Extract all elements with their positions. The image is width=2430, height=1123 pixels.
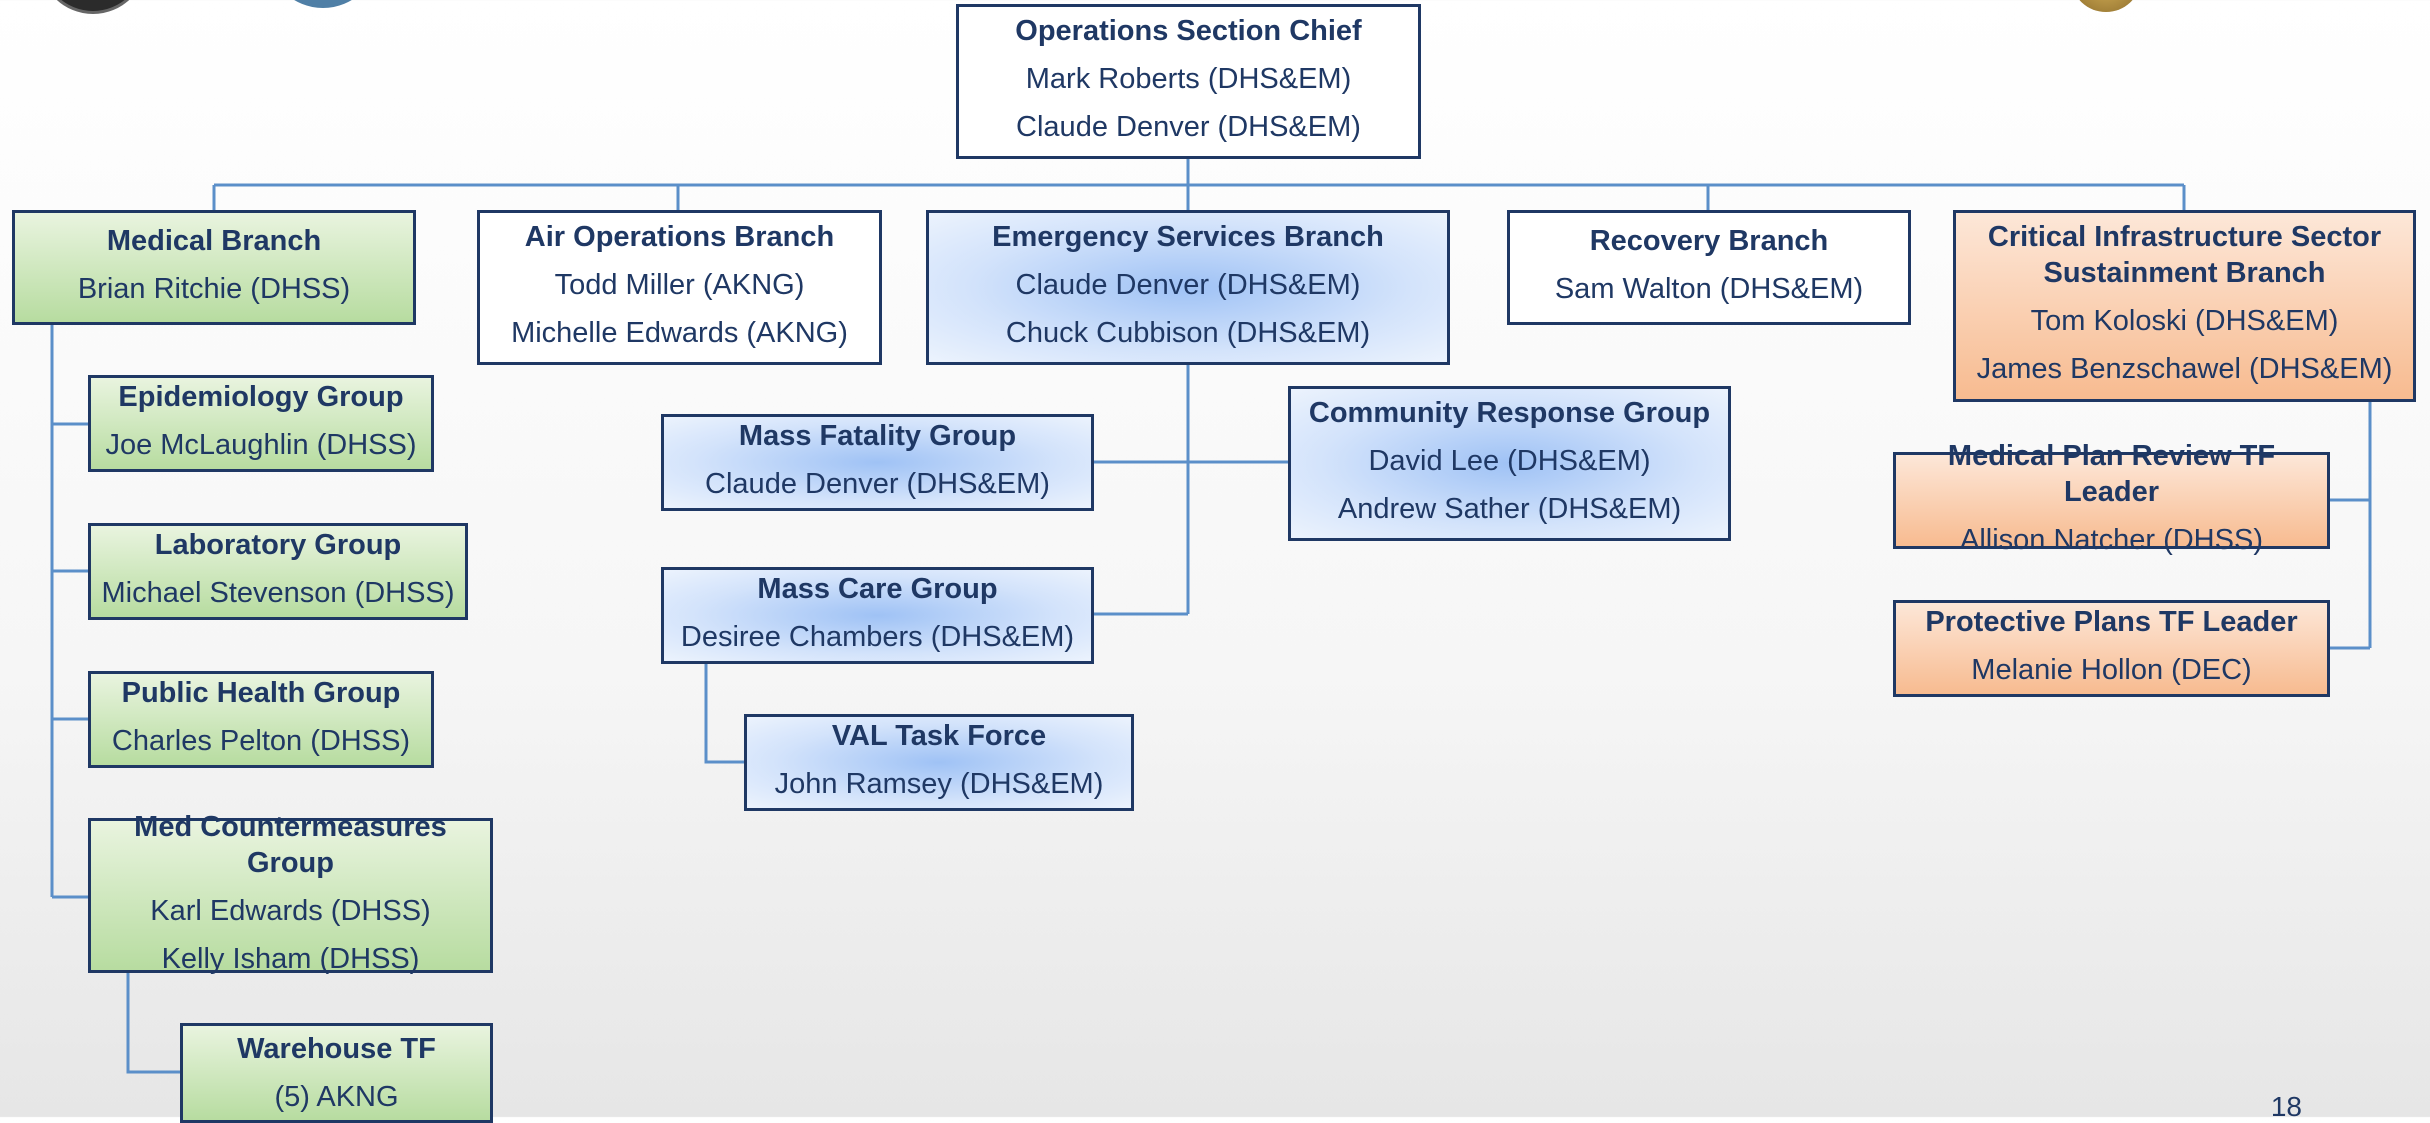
- community-response-group-box: Community Response Group David Lee (DHS&…: [1288, 386, 1731, 541]
- emergency-services-branch-box: Emergency Services Branch Claude Denver …: [926, 210, 1450, 365]
- box-person: Michael Stevenson (DHSS): [101, 576, 455, 609]
- recovery-branch-box: Recovery Branch Sam Walton (DHS&EM): [1507, 210, 1911, 325]
- box-person: Charles Pelton (DHSS): [111, 724, 411, 757]
- box-title: Operations Section Chief: [1015, 14, 1362, 47]
- box-title: VAL Task Force: [831, 719, 1047, 752]
- med-countermeasures-group-box: Med Countermeasures Group Karl Edwards (…: [88, 811, 493, 975]
- val-task-force-box: VAL Task Force John Ramsey (DHS&EM): [744, 714, 1134, 811]
- mass-fatality-group-box: Mass Fatality Group Claude Denver (DHS&E…: [661, 414, 1094, 511]
- laboratory-group-box: Laboratory Group Michael Stevenson (DHSS…: [88, 523, 468, 620]
- box-person: Michelle Edwards (AKNG): [511, 316, 848, 349]
- box-title: Recovery Branch: [1589, 224, 1829, 257]
- connector-val: [704, 664, 744, 764]
- box-person: Todd Miller (AKNG): [554, 268, 805, 301]
- box-person: Andrew Sather (DHS&EM): [1337, 492, 1682, 525]
- box-person: Karl Edwards (DHSS): [150, 894, 431, 927]
- box-title: Laboratory Group: [154, 528, 402, 561]
- box-title: Protective Plans TF Leader: [1925, 605, 2298, 638]
- operations-section-chief-box: Operations Section Chief Mark Roberts (D…: [956, 4, 1421, 159]
- box-person: Brian Ritchie (DHSS): [77, 272, 351, 305]
- box-title: Med Countermeasures Group: [134, 810, 447, 879]
- box-person: John Ramsey (DHS&EM): [774, 767, 1104, 800]
- box-title: Mass Care Group: [757, 572, 998, 605]
- connector-warehouse: [126, 973, 180, 1074]
- box-title: Medical Plan Review TF Leader: [1947, 439, 2276, 508]
- box-person: Chuck Cubbison (DHS&EM): [1005, 316, 1371, 349]
- protective-plans-tf-leader-box: Protective Plans TF Leader Melanie Hollo…: [1893, 600, 2330, 697]
- box-person: Desiree Chambers (DHS&EM): [680, 620, 1075, 653]
- box-title: Air Operations Branch: [524, 220, 835, 253]
- air-operations-branch-box: Air Operations Branch Todd Miller (AKNG)…: [477, 210, 882, 365]
- box-person: James Benzschawel (DHS&EM): [1976, 353, 2393, 385]
- box-person: Mark Roberts (DHS&EM): [1025, 62, 1352, 95]
- public-health-group-box: Public Health Group Charles Pelton (DHSS…: [88, 671, 434, 768]
- box-person: David Lee (DHS&EM): [1368, 444, 1651, 477]
- box-title: Critical Infrastructure Sector Sustainme…: [1987, 221, 2382, 289]
- medical-plan-review-tf-leader-box: Medical Plan Review TF Leader Allison Na…: [1893, 440, 2330, 556]
- box-title: Public Health Group: [121, 676, 401, 709]
- box-person: Melanie Hollon (DEC): [1971, 653, 2252, 686]
- box-person: Joe McLaughlin (DHSS): [105, 428, 417, 461]
- warehouse-tf-box: Warehouse TF (5) AKNG: [180, 1023, 493, 1123]
- agency-seal-middle: [268, 0, 378, 8]
- critical-infrastructure-branch-box: Critical Infrastructure Sector Sustainme…: [1953, 210, 2416, 402]
- box-person: Kelly Isham (DHSS): [161, 942, 420, 975]
- box-title: Medical Branch: [106, 224, 322, 257]
- epidemiology-group-box: Epidemiology Group Joe McLaughlin (DHSS): [88, 375, 434, 472]
- box-person: Allison Natcher (DHSS): [1960, 523, 2263, 556]
- box-title: Epidemiology Group: [118, 380, 404, 413]
- box-person: Claude Denver (DHS&EM): [1016, 110, 1361, 143]
- box-title: Emergency Services Branch: [992, 220, 1384, 253]
- medical-branch-box: Medical Branch Brian Ritchie (DHSS): [12, 210, 416, 325]
- box-person: Sam Walton (DHS&EM): [1554, 272, 1864, 305]
- box-title: Community Response Group: [1308, 396, 1711, 429]
- box-person: (5) AKNG: [274, 1081, 399, 1113]
- box-title: Warehouse TF: [237, 1033, 436, 1065]
- page-number: 18: [2270, 1091, 2302, 1122]
- box-person: Tom Koloski (DHS&EM): [2030, 305, 2339, 337]
- box-title: Mass Fatality Group: [738, 419, 1017, 452]
- mass-care-group-box: Mass Care Group Desiree Chambers (DHS&EM…: [661, 567, 1094, 664]
- box-person: Claude Denver (DHS&EM): [1015, 268, 1361, 301]
- box-person: Claude Denver (DHS&EM): [705, 467, 1050, 500]
